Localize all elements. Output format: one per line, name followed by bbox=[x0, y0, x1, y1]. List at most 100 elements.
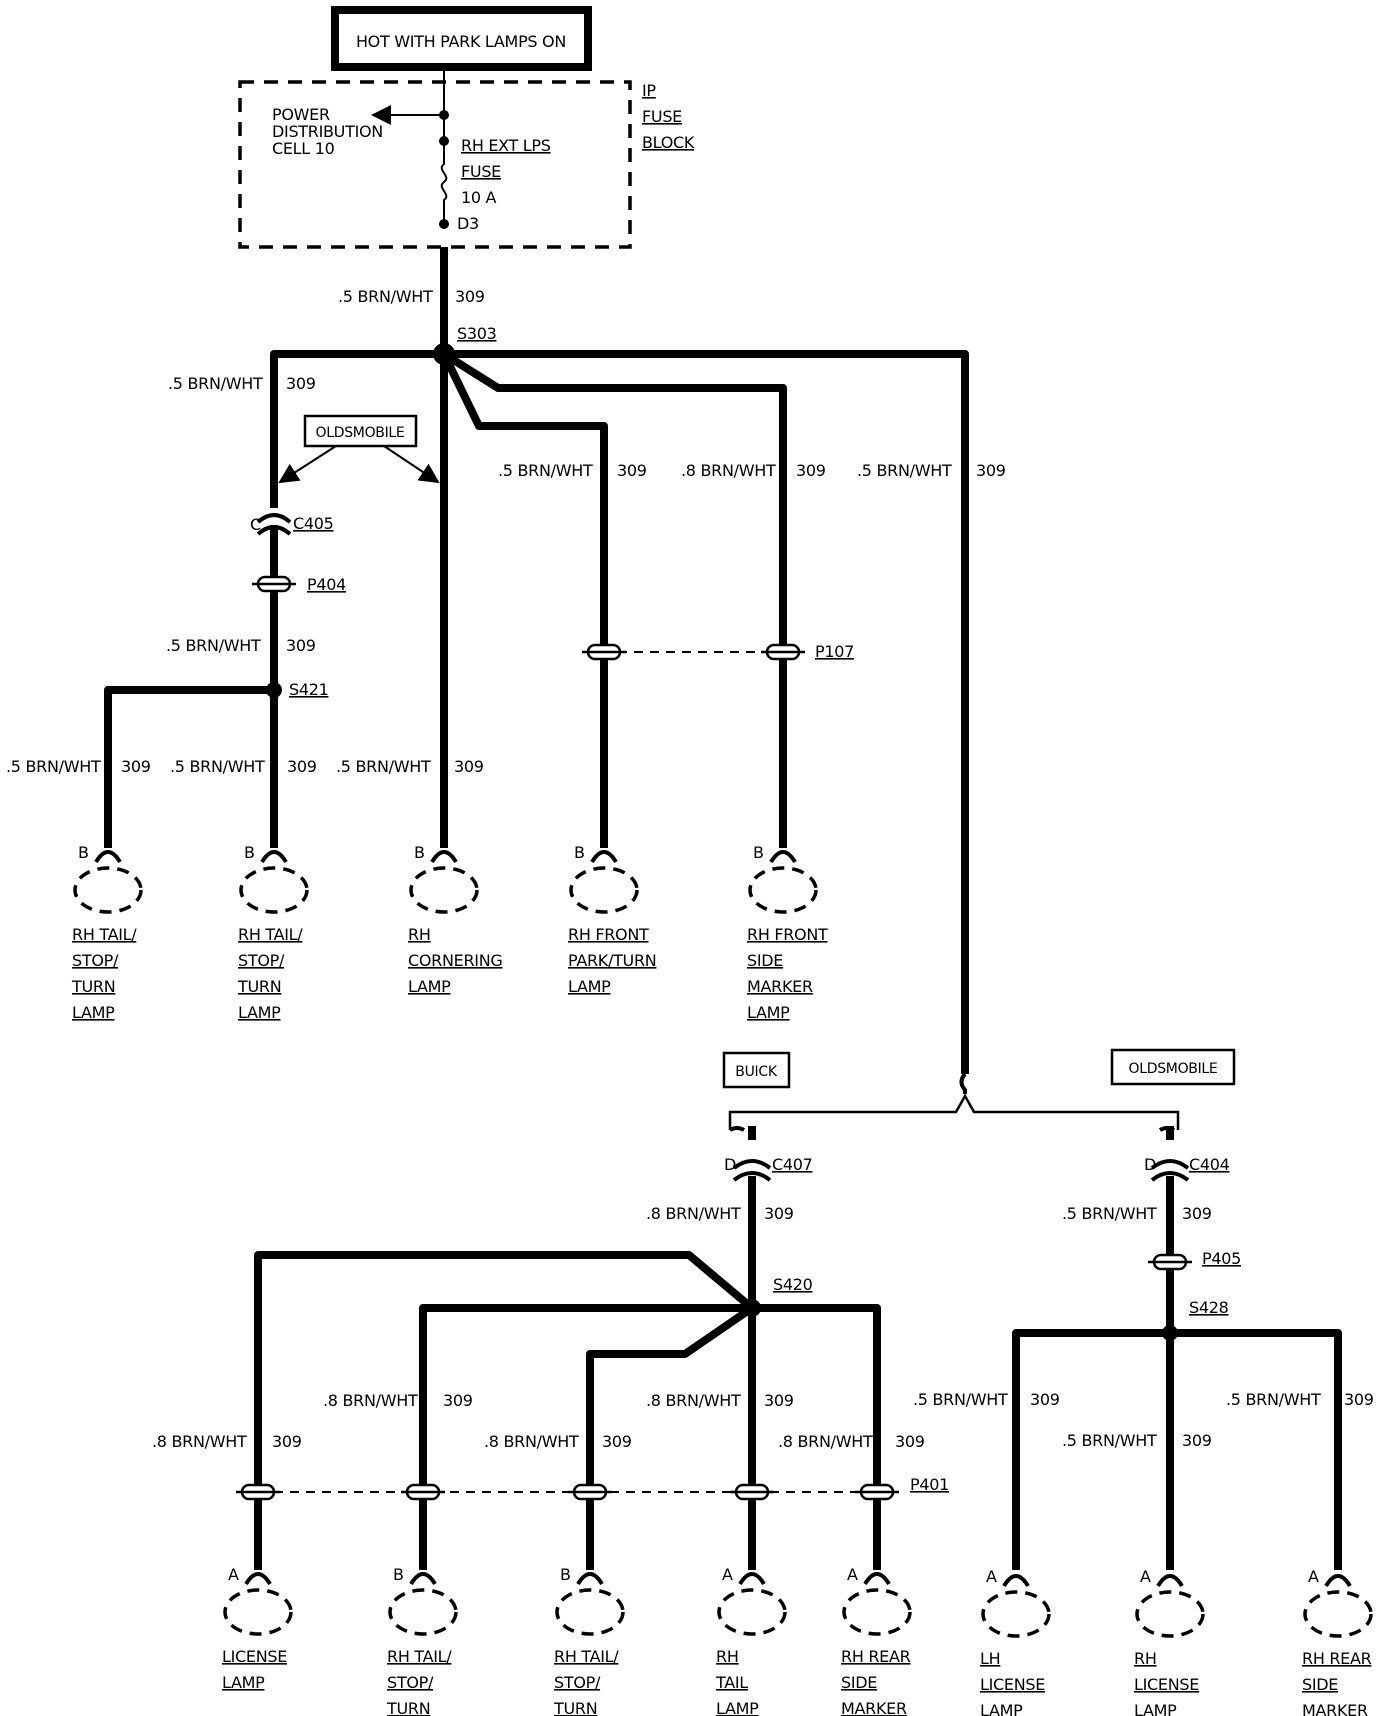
lamp-connector-u3 bbox=[430, 850, 458, 864]
lamp-bulb-u4 bbox=[569, 866, 639, 914]
lamp-label-u5-1: SIDE bbox=[747, 951, 783, 970]
lamp-bulb-l7 bbox=[1135, 1590, 1205, 1638]
lamp-label-u1-2: TURN bbox=[71, 977, 115, 996]
c404-pin: D bbox=[1144, 1155, 1156, 1174]
lamp-l8: ARH REARSIDEMARKERLAMP bbox=[1302, 1567, 1373, 1716]
upper-wires bbox=[104, 247, 969, 1074]
upper-wire-labels: .5 BRN/WHT 309 S303 .5 BRN/WHT 309 .5 BR… bbox=[6, 287, 1006, 776]
s421-label: S421 bbox=[289, 680, 329, 699]
lamp-pin-l5: A bbox=[847, 1565, 858, 1584]
oldsmobile-tag-upper-text: OLDSMOBILE bbox=[316, 425, 405, 441]
lamp-label-u2-3: LAMP bbox=[238, 1003, 281, 1022]
lamp-connector-l5 bbox=[863, 1572, 891, 1586]
lamp-bulb-l3 bbox=[555, 1588, 625, 1636]
fuse-block-name-3: BLOCK bbox=[642, 133, 695, 152]
fuse-block-name-1: IP bbox=[642, 81, 656, 100]
wire-label-rear: .5 BRN/WHT bbox=[857, 461, 952, 480]
lamp-label-u1-3: LAMP bbox=[72, 1003, 115, 1022]
lamp-connector-u1 bbox=[94, 850, 122, 864]
lamp-pin-l4: A bbox=[722, 1565, 733, 1584]
c405-label: C405 bbox=[293, 514, 334, 533]
lamp-label-l7-2: LAMP bbox=[1134, 1701, 1177, 1716]
lamp-label-l2-0: RH TAIL/ bbox=[387, 1647, 452, 1666]
lamp-bulb-u5 bbox=[748, 866, 818, 914]
s420-label: S420 bbox=[773, 1275, 813, 1294]
wire-circuit-c404: 309 bbox=[1182, 1204, 1212, 1223]
power-dist-line-3: CELL 10 bbox=[272, 139, 335, 158]
lamp-pin-u2: B bbox=[244, 843, 255, 862]
wire-label-c404: .5 BRN/WHT bbox=[1062, 1204, 1157, 1223]
lamp-label-u4-1: PARK/TURN bbox=[568, 951, 656, 970]
lamp-label-l3-0: RH TAIL/ bbox=[554, 1647, 619, 1666]
oldsmobile-tag-lower-text: OLDSMOBILE bbox=[1129, 1061, 1218, 1077]
lamp-label-l1-0: LICENSE bbox=[222, 1647, 287, 1666]
wire-circuit-p404: 309 bbox=[286, 636, 316, 655]
lamp-label-u2-1: STOP/ bbox=[238, 951, 285, 970]
grommet-p404: P404 bbox=[252, 575, 346, 594]
lamp-label-l3-2: TURN bbox=[553, 1699, 597, 1716]
c405-pin: C bbox=[250, 515, 261, 534]
lamp-bulb-l8 bbox=[1303, 1590, 1373, 1638]
grommet-p401: P401 bbox=[236, 1475, 949, 1501]
wire-label-b3: .8 BRN/WHT bbox=[484, 1432, 579, 1451]
wire-circuit-b1: 309 bbox=[272, 1432, 302, 1451]
lamp-pin-l7: A bbox=[1140, 1567, 1151, 1586]
lamp-label-u1-0: RH TAIL/ bbox=[72, 925, 137, 944]
lamp-l5: ARH REARSIDEMARKERLAMP bbox=[841, 1565, 912, 1716]
lamp-pin-u1: B bbox=[78, 843, 89, 862]
p401-label: P401 bbox=[910, 1475, 949, 1494]
lamp-bulb-l5 bbox=[842, 1588, 912, 1636]
lamp-pin-u5: B bbox=[753, 843, 764, 862]
wire-circuit-lamp2: 309 bbox=[287, 757, 317, 776]
wire-circuit-o3: 309 bbox=[1344, 1390, 1374, 1409]
oldsmobile-wires bbox=[1012, 1126, 1342, 1570]
lamp-connector-l7 bbox=[1156, 1574, 1184, 1588]
lamp-label-l7-0: RH bbox=[1134, 1649, 1157, 1668]
lamp-label-l5-2: MARKER bbox=[841, 1699, 907, 1716]
lamp-label-u3-2: LAMP bbox=[408, 977, 451, 996]
lamp-label-u5-2: MARKER bbox=[747, 977, 813, 996]
wire-circuit-o1: 309 bbox=[1030, 1390, 1060, 1409]
wire-circuit-rear: 309 bbox=[976, 461, 1006, 480]
fuse-terminal: D3 bbox=[457, 214, 479, 233]
fuse-name: RH EXT LPS bbox=[461, 136, 551, 155]
wire-label-main: .5 BRN/WHT bbox=[338, 287, 433, 306]
lamp-pin-l2: B bbox=[393, 1565, 404, 1584]
lamp-pin-u4: B bbox=[574, 843, 585, 862]
wire-label-p404: .5 BRN/WHT bbox=[166, 636, 261, 655]
connector-c405: C C405 bbox=[250, 513, 334, 582]
lamp-bulb-u3 bbox=[409, 866, 479, 914]
p107-label: P107 bbox=[815, 642, 854, 661]
lamp-label-l8-2: MARKER bbox=[1302, 1701, 1368, 1716]
oldsmobile-tag-upper: OLDSMOBILE bbox=[278, 414, 440, 484]
lamp-label-l4-0: RH bbox=[716, 1647, 739, 1666]
wire-label-lamp1: .5 BRN/WHT bbox=[6, 757, 101, 776]
lamp-bulb-l6 bbox=[981, 1590, 1051, 1638]
lamp-label-u5-0: RH FRONT bbox=[747, 925, 828, 944]
wire-circuit-park: 309 bbox=[617, 461, 647, 480]
wire-circuit-b4: 309 bbox=[764, 1391, 794, 1410]
wire-circuit-b3: 309 bbox=[602, 1432, 632, 1451]
c407-label: C407 bbox=[772, 1155, 813, 1174]
p405-label: P405 bbox=[1202, 1249, 1241, 1268]
lamp-connector-l6 bbox=[1002, 1574, 1030, 1588]
lamp-label-l5-1: SIDE bbox=[841, 1673, 877, 1692]
wire-label-b4: .8 BRN/WHT bbox=[646, 1391, 741, 1410]
lamp-connector-l1 bbox=[244, 1572, 272, 1586]
wire-label-o1: .5 BRN/WHT bbox=[913, 1390, 1008, 1409]
lamp-label-l4-1: TAIL bbox=[715, 1673, 748, 1692]
wire-circuit-main: 309 bbox=[455, 287, 485, 306]
wire-label-marker: .8 BRN/WHT bbox=[681, 461, 776, 480]
wire-circuit-lamp1: 309 bbox=[121, 757, 151, 776]
lamp-pin-l6: A bbox=[986, 1567, 997, 1586]
fuse-block-name-2: FUSE bbox=[642, 107, 682, 126]
p404-label: P404 bbox=[307, 575, 346, 594]
lamp-connector-l2 bbox=[409, 1572, 437, 1586]
